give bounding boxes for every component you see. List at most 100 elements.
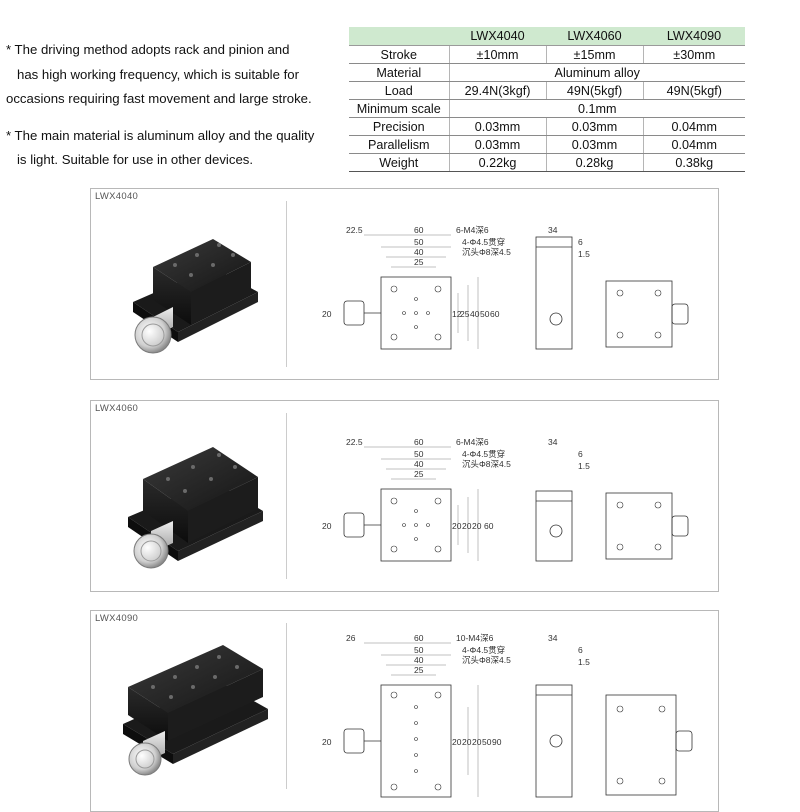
- knob-outline: [343, 512, 365, 538]
- callout-label: 10-M4深6: [456, 633, 494, 643]
- dim-label: 20: [452, 521, 462, 531]
- spec-cell: 0.03mm: [449, 135, 547, 154]
- spec-row-weight: Weight 0.22kg 0.28kg 0.38kg: [349, 153, 745, 172]
- callout-label: 沉头Φ8深4.5: [462, 247, 511, 257]
- dim-label: 50: [482, 737, 492, 747]
- spec-row-label: Stroke: [349, 45, 450, 64]
- dim-label: 34: [548, 633, 558, 643]
- spec-cell-span: 0.1mm: [449, 99, 745, 118]
- dim-label: 1.5: [578, 249, 590, 259]
- panel-lwx4060: LWX4060 22.5 60 50 40 25 20: [90, 400, 719, 592]
- spec-cell: 0.03mm: [546, 117, 644, 136]
- spec-cell: 49N(5kgf): [643, 81, 745, 100]
- spec-row-label: Weight: [349, 153, 450, 172]
- spec-cell: ±15mm: [546, 45, 644, 64]
- knob-outline: [343, 300, 365, 326]
- spec-cell: ±10mm: [449, 45, 547, 64]
- dim-label: 34: [548, 437, 558, 447]
- note-line: occasions requiring fast movement and la…: [6, 91, 312, 106]
- bottom-view-outline: [605, 694, 677, 796]
- panel-model-label: LWX4040: [95, 191, 139, 202]
- panel-divider: [286, 623, 287, 789]
- spec-row-parallelism: Parallelism 0.03mm 0.03mm 0.04mm: [349, 135, 745, 154]
- dim-label: 26: [346, 633, 356, 643]
- bottom-view-outline: [605, 492, 673, 560]
- callout-label: 沉头Φ8深4.5: [462, 655, 511, 665]
- dim-label: 50: [414, 645, 424, 655]
- dim-label: 60: [414, 225, 424, 235]
- spec-header-blank: [349, 27, 449, 46]
- note-material: * The main material is aluminum alloy an…: [6, 124, 346, 173]
- spec-row-label: Material: [349, 63, 450, 82]
- side-view-outline: [535, 236, 573, 350]
- spec-row-label: Load: [349, 81, 450, 100]
- spec-row-label: Minimum scale: [349, 99, 450, 118]
- top-view-outline: [380, 684, 452, 798]
- note-line: has high working frequency, which is sui…: [17, 66, 299, 82]
- spec-row-min-scale: Minimum scale 0.1mm: [349, 99, 745, 118]
- spec-header-row: LWX4040 LWX4060 LWX4090: [349, 27, 745, 46]
- dim-label: 20: [452, 737, 462, 747]
- spec-cell: 0.22kg: [449, 153, 547, 172]
- dim-label: 20: [472, 521, 482, 531]
- spec-table: LWX4040 LWX4060 LWX4090 Stroke ±10mm ±15…: [349, 27, 745, 172]
- spec-cell: 0.03mm: [449, 117, 547, 136]
- spec-cell: 0.28kg: [546, 153, 644, 172]
- callout-label: 6-M4深6: [456, 437, 489, 447]
- dim-label: 60: [484, 521, 494, 531]
- callout-label: 4-Φ4.5贯穿: [462, 645, 505, 655]
- dim-label: 40: [470, 309, 480, 319]
- dim-label: 12: [452, 309, 462, 319]
- dim-label: 50: [414, 449, 424, 459]
- dim-label: 20: [322, 521, 332, 531]
- panel-lwx4040: LWX4040 22.5 60 50 40 25 20: [90, 188, 719, 380]
- dim-label: 22.5: [346, 225, 363, 235]
- knob-outline: [343, 728, 365, 754]
- technical-drawing: 26 60 50 40 25 20 20 20 20 50 90 34 6 1.…: [322, 633, 693, 798]
- dim-label: 90: [492, 737, 502, 747]
- callout-label: 沉头Φ8深4.5: [462, 459, 511, 469]
- spec-cell: ±30mm: [643, 45, 745, 64]
- dim-label: 20: [462, 521, 472, 531]
- side-view-outline: [535, 684, 573, 798]
- note-drive-method: * The driving method adopts rack and pin…: [6, 38, 346, 112]
- panel-lwx4090: LWX4090 26 60 50 40 25 20: [90, 610, 719, 812]
- technical-drawing: 22.5 60 50 40 25 20 12 25 40 50 60 34 6 …: [322, 225, 689, 350]
- dim-label: 25: [414, 665, 424, 675]
- spec-cell: 0.04mm: [643, 135, 745, 154]
- dim-label: 6: [578, 645, 583, 655]
- callout-label: 4-Φ4.5贯穿: [462, 237, 505, 247]
- dim-label: 25: [460, 309, 470, 319]
- dim-label: 20: [472, 737, 482, 747]
- dim-label: 22.5: [346, 437, 363, 447]
- spec-row-precision: Precision 0.03mm 0.03mm 0.04mm: [349, 117, 745, 136]
- dim-label: 40: [414, 459, 424, 469]
- dim-label: 20: [322, 309, 332, 319]
- spec-cell-span: Aluminum alloy: [449, 63, 745, 82]
- dim-label: 1.5: [578, 461, 590, 471]
- spec-header-model: LWX4040: [449, 27, 546, 46]
- spec-cell: 29.4N(3kgf): [449, 81, 547, 100]
- spec-row-label: Parallelism: [349, 135, 450, 154]
- dim-label: 20: [322, 737, 332, 747]
- bottom-view-outline: [605, 280, 673, 348]
- spec-cell: 0.38kg: [643, 153, 745, 172]
- spec-header-model: LWX4090: [643, 27, 745, 46]
- panel-divider: [286, 201, 287, 367]
- dim-label: 60: [414, 437, 424, 447]
- dim-label: 60: [490, 309, 500, 319]
- spec-row-label: Precision: [349, 117, 450, 136]
- note-line: * The driving method adopts rack and pin…: [6, 42, 290, 57]
- dim-label: 40: [414, 655, 424, 665]
- spec-cell: 0.03mm: [546, 135, 644, 154]
- panel-divider: [286, 413, 287, 579]
- panel-model-label: LWX4090: [95, 613, 139, 624]
- callout-label: 4-Φ4.5贯穿: [462, 449, 505, 459]
- dim-label: 34: [548, 225, 558, 235]
- dim-label: 40: [414, 247, 424, 257]
- panel-model-label: LWX4060: [95, 403, 139, 414]
- dim-label: 20: [462, 737, 472, 747]
- stage-photo: [128, 447, 263, 569]
- stage-photo: [123, 645, 268, 776]
- dim-label: 60: [414, 633, 424, 643]
